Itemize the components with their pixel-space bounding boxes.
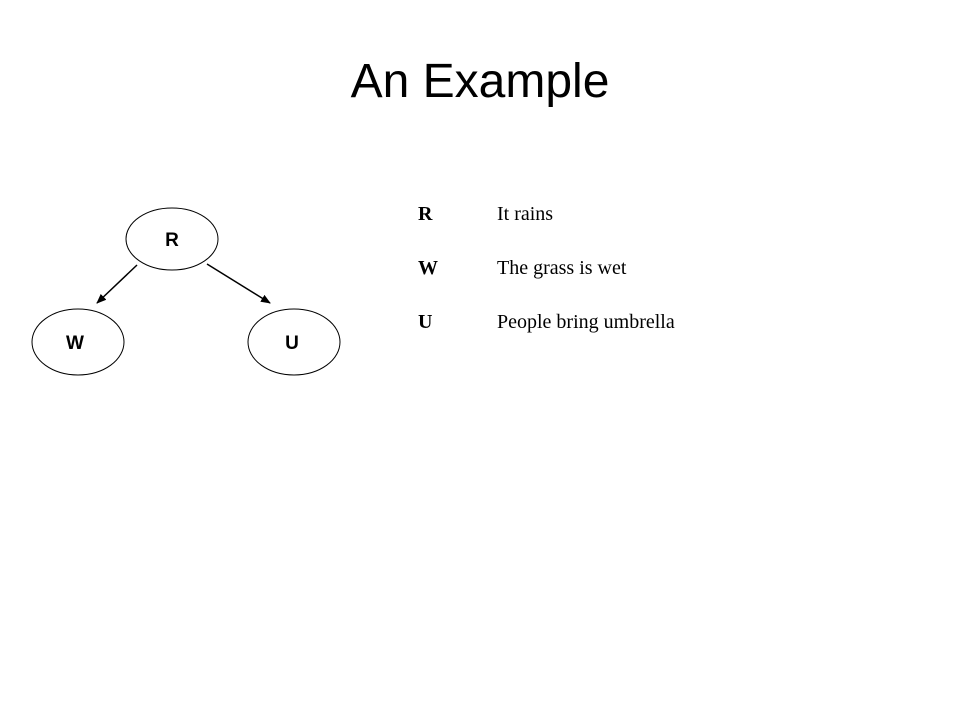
legend-description: People bring umbrella xyxy=(497,311,675,333)
legend-description: The grass is wet xyxy=(497,257,627,279)
edge-r-to-u xyxy=(206,263,271,304)
node-r: R xyxy=(125,207,219,271)
node-u: U xyxy=(247,308,341,376)
node-r-label: R xyxy=(165,230,179,251)
node-u-label: U xyxy=(285,333,299,354)
edge-r-to-w xyxy=(96,264,138,304)
legend-variable: W xyxy=(418,257,438,279)
legend-variable: R xyxy=(418,203,433,225)
legend-description: It rains xyxy=(497,203,554,225)
node-w-label: W xyxy=(66,333,84,354)
legend-variable: U xyxy=(418,311,433,333)
node-w: W xyxy=(31,308,125,376)
slide-title: An Example xyxy=(350,55,610,108)
